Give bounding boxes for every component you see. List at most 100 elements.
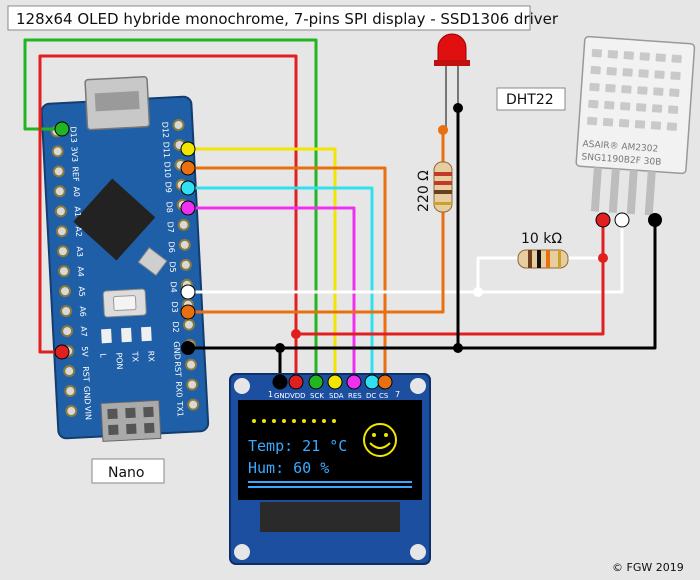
wire-magenta-res — [188, 206, 356, 380]
sensor-vent — [655, 53, 666, 62]
oled-status-dot — [312, 419, 316, 423]
oled-pin-number: 1 — [268, 390, 273, 399]
sensor-vent — [590, 65, 601, 75]
oled-pin-label: SDA — [329, 392, 344, 400]
nano-right-pin-label: D6 — [167, 241, 177, 253]
nano-pin-hole — [59, 285, 72, 298]
nano-pin-hole — [53, 185, 66, 198]
nano-left-pin-label: A7 — [79, 326, 89, 337]
nano-left-pin-label: A2 — [74, 226, 84, 237]
sensor-vent — [605, 83, 616, 93]
sensor-vent — [651, 104, 663, 113]
nano-right-pin-label: RX0 — [174, 381, 184, 398]
copyright-text: © FGW 2019 — [612, 561, 684, 574]
diagram-title: 128x64 OLED hybride monochrome, 7-pins S… — [16, 10, 559, 28]
oled-pin — [327, 374, 343, 390]
nano-pin-hole — [60, 305, 73, 318]
nano-right-pin-label: D4 — [169, 281, 179, 293]
sensor-vent — [588, 99, 599, 109]
nano-pin-hole — [64, 385, 77, 398]
oled-pin — [308, 374, 324, 390]
oled-pin — [346, 374, 362, 390]
nano-left-pin-label: VIN — [83, 406, 93, 420]
oled-pin-number: 7 — [395, 390, 400, 399]
wire-cyan-dc — [188, 186, 374, 380]
nano-pin-hole — [56, 245, 69, 258]
oled-status-dot — [322, 419, 326, 423]
dht22-sensor: ASAIR® AM2302 SNG1190B2F 30B DHT22 — [496, 35, 696, 216]
title-box: 128x64 OLED hybride monochrome, 7-pins S… — [7, 5, 559, 31]
sensor-vent — [589, 82, 600, 92]
nano-left-pin-label: RST — [81, 366, 91, 382]
microcontroller-chip — [73, 178, 156, 261]
oled-pin — [288, 374, 304, 390]
nano-right-pin-label: D8 — [164, 201, 174, 213]
sensor-vent — [604, 100, 615, 110]
oled-pin-label: SCK — [310, 392, 324, 400]
nano-label-box: Nano — [91, 458, 165, 484]
wire-green-sck — [23, 38, 318, 380]
oled-pin — [377, 374, 393, 390]
sensor-vent — [622, 68, 633, 77]
nano-left-pin-label: A1 — [73, 206, 83, 217]
oled-pin-label: CS — [379, 392, 389, 400]
nano-pin-hole — [63, 365, 76, 378]
sensor-vent — [620, 102, 631, 111]
sensor-vent — [639, 52, 650, 61]
sensor-vent — [653, 87, 664, 96]
dht-label: DHT22 — [506, 92, 554, 108]
sensor-vent — [621, 85, 632, 94]
smiley-icon — [363, 423, 397, 457]
nano-left-pin-label: 5V — [80, 346, 90, 358]
sensor-vent — [666, 122, 678, 131]
resistor-220-label: 220 Ω — [416, 170, 432, 212]
oled-status-dot — [282, 419, 286, 423]
nano-right-pin-label: RST — [173, 361, 183, 377]
sensor-vent — [654, 70, 665, 79]
oled-pin-label: GND — [274, 392, 290, 400]
wires — [23, 38, 657, 380]
nano-right-pin-label: D10 — [162, 161, 172, 178]
oled-pin — [364, 374, 380, 390]
oled-status-dot — [252, 419, 256, 423]
nano-right-pin-label: D2 — [171, 321, 181, 333]
nano-pin-hole — [185, 358, 198, 371]
sensor-vent — [638, 69, 649, 78]
oled-status-dot — [272, 419, 276, 423]
sensor-vent — [671, 54, 682, 64]
oled-status-dot — [292, 419, 296, 423]
nano-left-pin-label: REF — [71, 166, 81, 182]
nano-right-pin-label: D7 — [166, 221, 176, 233]
nano-pin-hole — [182, 318, 195, 331]
oled-pin-label: DC — [366, 392, 376, 400]
nano-right-pin-label: GND — [172, 341, 182, 360]
red-led — [434, 33, 470, 132]
sensor-vent — [669, 88, 680, 97]
nano-pin-hole — [57, 265, 70, 278]
sensor-vent — [637, 86, 648, 95]
nano-pin-hole — [54, 205, 67, 218]
nano-label: Nano — [108, 465, 145, 481]
sensor-vent — [607, 50, 619, 59]
wire-yellow-sda — [188, 147, 337, 380]
resistor-10k: 10 kΩ — [517, 231, 569, 269]
sensor-vent — [591, 48, 603, 58]
nano-right-pin-label: D11 — [161, 141, 171, 158]
sensor-vent — [623, 51, 634, 60]
nano-pin-hole — [178, 238, 191, 251]
sensor-vent — [635, 103, 647, 112]
nano-pin-hole — [172, 119, 185, 132]
oled-pin-label: VDD — [290, 392, 306, 400]
nano-pin-hole — [51, 145, 64, 158]
nano-pin-hole — [52, 165, 65, 178]
oled-hum-text: Hum: 60 % — [248, 459, 329, 477]
oled-temp-text: Temp: 21 °C — [248, 437, 347, 455]
nano-left-pin-label: D13 — [68, 126, 78, 143]
sensor-vent — [670, 71, 681, 81]
oled-status-dot — [302, 419, 306, 423]
nano-left-pin-label: A5 — [77, 286, 87, 297]
sensor-vent — [650, 121, 662, 130]
nano-pin-hole — [177, 218, 190, 231]
